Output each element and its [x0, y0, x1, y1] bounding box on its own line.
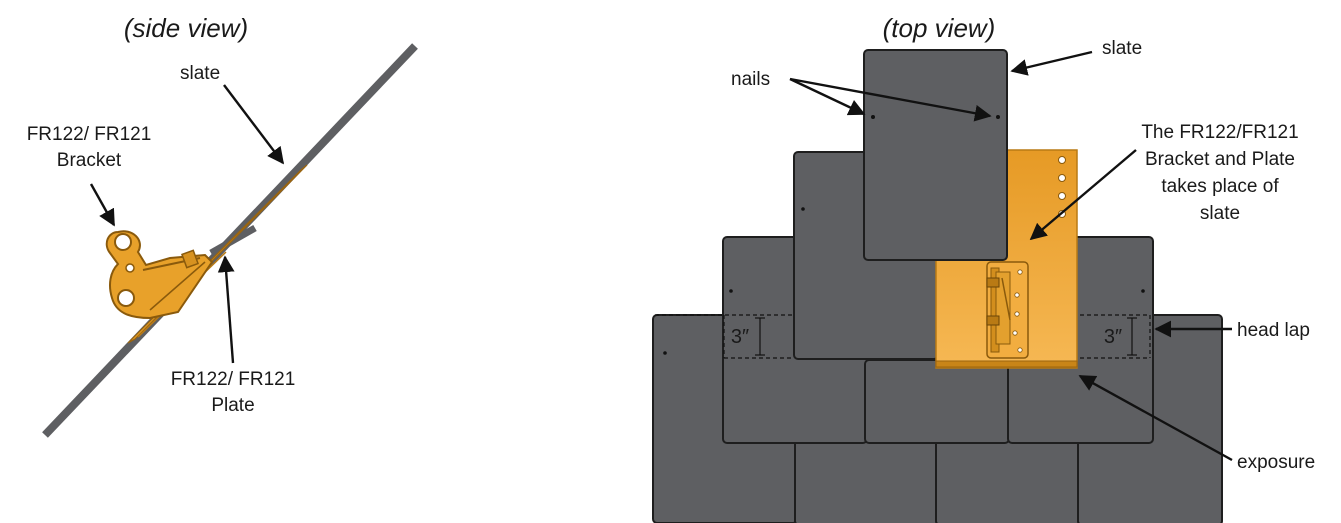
- side-view-title: (side view): [124, 13, 248, 43]
- bracket-hole-top: [114, 233, 132, 251]
- top-arrow-nail-right: [789, 77, 992, 122]
- side-arrow-bracket: [89, 183, 116, 227]
- dim-left-label: 3″: [731, 326, 749, 348]
- side-view: (side view) slate FR122/ FR121 Bracket F…: [27, 13, 418, 438]
- slate-nail-dots: [663, 207, 1145, 355]
- head-lap-right: 3″: [1080, 314, 1151, 359]
- top-label-slate: slate: [1102, 38, 1142, 59]
- top-bracket: [986, 261, 1029, 359]
- top-arrow-plate: [1029, 149, 1137, 241]
- top-arrow-slate: [1010, 50, 1093, 76]
- top-label-takes-4: slate: [1200, 203, 1240, 224]
- top-arrow-nail-left: [789, 77, 866, 116]
- top-view: (top view): [652, 13, 1315, 523]
- side-label-bracket-2: Bracket: [57, 150, 122, 171]
- dim-right-label: 3″: [1104, 326, 1122, 348]
- side-label-bracket-1: FR122/ FR121: [27, 124, 152, 145]
- top-label-takes-1: The FR122/FR121: [1141, 122, 1298, 143]
- top-label-nails: nails: [731, 69, 770, 90]
- head-lap-left: 3″: [655, 314, 793, 359]
- side-arrow-plate: [217, 255, 235, 364]
- nail-left: [871, 115, 875, 119]
- side-label-plate-1: FR122/ FR121: [171, 369, 296, 390]
- side-label-slate: slate: [180, 63, 220, 84]
- top-label-takes-2: Bracket and Plate: [1145, 149, 1295, 170]
- top-view-title: (top view): [883, 13, 996, 43]
- nail-right: [996, 115, 1000, 119]
- side-arrow-slate: [223, 84, 285, 165]
- side-bracket: [105, 230, 214, 320]
- top-label-takes-3: takes place of: [1161, 176, 1279, 197]
- side-label-plate-2: Plate: [211, 395, 254, 416]
- top-label-exposure: exposure: [1237, 452, 1315, 473]
- slate-top: [863, 49, 1008, 261]
- bracket-hole-bottom: [117, 289, 135, 307]
- top-arrow-exposure: [1078, 374, 1233, 462]
- top-label-head-lap: head lap: [1237, 320, 1310, 341]
